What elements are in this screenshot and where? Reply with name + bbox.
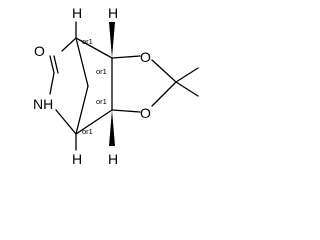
bond-o-top-to-ketal-c	[151, 59, 177, 83]
wedge-c3-to-h	[109, 110, 115, 146]
stereo-label-c3: or1	[96, 97, 107, 106]
bond-c1-to-c2	[75, 37, 113, 59]
bond-c1-to-bridge	[75, 37, 89, 87]
stereo-label-c2: or1	[96, 67, 107, 76]
bond-carbonyl-double-2	[53, 55, 59, 74]
bond-c3-to-c4	[75, 109, 113, 135]
bond-c2-to-o-top	[111, 55, 141, 59]
atom-h-bottom-right: H	[108, 151, 118, 167]
stereo-label-c4: or1	[82, 127, 93, 136]
bond-n-to-carbonyl-c	[49, 72, 55, 95]
wedge-c2-to-h	[109, 22, 115, 58]
bond-carbonyl-double-1	[49, 55, 55, 74]
bond-ketal-c-to-o-bottom	[151, 81, 177, 107]
bond-methyl-lower	[175, 81, 199, 97]
bond-bridge-to-c4	[75, 85, 89, 135]
chemical-structure-diagram: O NH O O H H H H or1 or1 or1 or1	[33, 5, 199, 167]
bond-methyl-upper	[175, 67, 199, 83]
atom-o-ring-bottom: O	[140, 105, 151, 121]
stereo-label-c1: or1	[82, 37, 93, 46]
atom-h-top-right: H	[108, 5, 118, 21]
atom-h-bottom-left: H	[72, 151, 82, 167]
bond-carbonyl-c-to-c1	[61, 37, 77, 52]
bond-c4-to-n	[55, 109, 77, 135]
bond-o-bottom-to-c3	[111, 109, 141, 113]
atom-h-top-left: H	[72, 5, 82, 21]
atom-o-ring-top: O	[140, 49, 151, 65]
atom-nh: NH	[33, 96, 53, 112]
atom-o-carbonyl: O	[34, 43, 45, 59]
